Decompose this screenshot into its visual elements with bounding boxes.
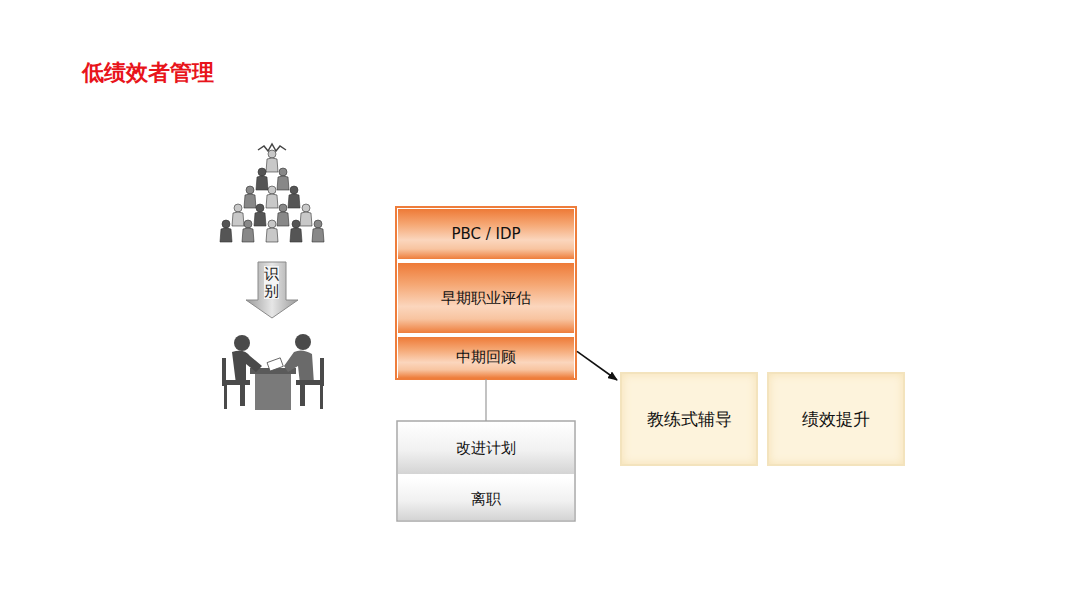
box-label: 绩效提升 [802, 408, 870, 431]
box-label: 早期职业评估 [441, 289, 531, 308]
title-text: 低绩效者管理 [82, 58, 214, 88]
meeting-scene [222, 334, 324, 410]
box-label: 改进计划 [456, 439, 516, 458]
connector [577, 351, 617, 380]
box-label: 离职 [471, 490, 501, 509]
box-label: 教练式辅导 [647, 408, 732, 431]
outcome-box: 离职 [398, 478, 574, 520]
people-pyramid [220, 144, 324, 242]
group-frame [397, 421, 575, 521]
box-label: PBC / IDP [451, 225, 520, 243]
connector [485, 379, 486, 421]
action-box: 教练式辅导 [620, 372, 758, 466]
process-box: 中期回顾 [398, 337, 574, 378]
down-arrow [246, 262, 298, 318]
process-box: 早期职业评估 [398, 263, 574, 333]
outcome-box: 改进计划 [398, 422, 574, 474]
box-label: 中期回顾 [456, 348, 516, 367]
action-box: 绩效提升 [767, 372, 905, 466]
group-frame [396, 207, 576, 379]
vertical-label: 识别 [264, 266, 279, 299]
process-box: PBC / IDP [398, 209, 574, 259]
